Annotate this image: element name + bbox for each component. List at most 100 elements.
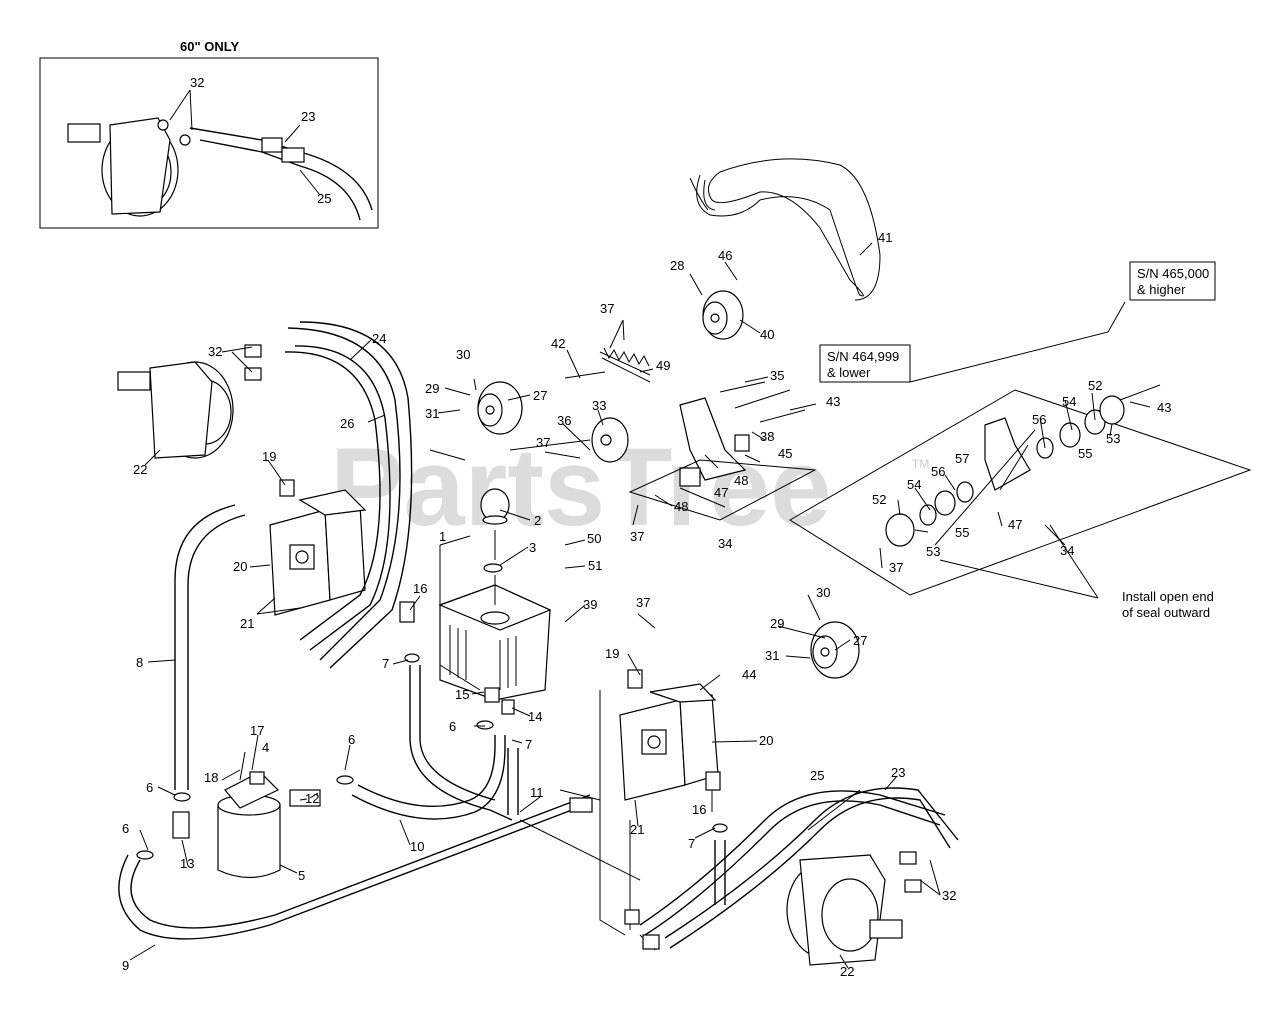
install-note-line2: of seal outward (1122, 605, 1210, 620)
callout-54b: 54 (907, 477, 921, 492)
install-note-line1: Install open end (1122, 589, 1214, 604)
idler-pulley-40 (702, 290, 744, 340)
leader-lines (129, 89, 1151, 969)
callout-20b: 20 (759, 733, 773, 748)
hose-9 (118, 804, 586, 940)
callout-9: 9 (122, 958, 129, 973)
callout-27b: 27 (853, 633, 867, 648)
callout-31b: 31 (765, 648, 779, 663)
callout-52a: 52 (1088, 378, 1102, 393)
hose-24 (287, 327, 401, 661)
callout-39: 39 (583, 597, 597, 612)
callout-48b: 48 (674, 499, 688, 514)
callout-labels: 1 2 3 4 5 6 6 6 6 7 7 7 8 9 10 11 12 13 … (122, 75, 1171, 979)
callout-22b: 22 (840, 964, 854, 979)
callout-19a: 19 (262, 449, 276, 464)
callout-47b: 47 (1008, 517, 1022, 532)
callout-55a: 55 (1078, 446, 1092, 461)
callout-6c: 6 (348, 732, 355, 747)
callout-23b: 23 (891, 765, 905, 780)
idler-arm (679, 397, 747, 481)
callout-10: 10 (410, 839, 424, 854)
idler-pulley-27-top (477, 381, 523, 435)
callout-37b: 37 (536, 435, 550, 450)
callout-20a: 20 (233, 559, 247, 574)
callout-50: 50 (587, 531, 601, 546)
left-wheel-motor (117, 344, 262, 459)
callout-53a: 53 (1106, 431, 1120, 446)
left-hydraulic-pump (269, 489, 367, 616)
callout-24: 24 (372, 331, 386, 346)
callout-52b: 52 (872, 492, 886, 507)
callout-26: 26 (340, 416, 354, 431)
watermark: PartsTree (330, 426, 831, 549)
callout-27a: 27 (533, 388, 547, 403)
callout-32c: 32 (942, 888, 956, 903)
callout-22a: 22 (133, 462, 147, 477)
callout-48a: 48 (734, 473, 748, 488)
trademark: TM (912, 457, 929, 471)
callout-46: 46 (718, 248, 732, 263)
idler-pulley-33 (591, 417, 629, 463)
hose-23 (669, 797, 951, 949)
callout-25b: 25 (810, 768, 824, 783)
callout-6d: 6 (449, 719, 456, 734)
callout-8: 8 (136, 655, 143, 670)
o-ring (483, 563, 503, 573)
hose-8 (174, 504, 236, 790)
callout-47a: 47 (714, 485, 728, 500)
callout-53b: 53 (926, 544, 940, 559)
callout-4: 4 (262, 740, 269, 755)
right-wheel-motor (786, 851, 922, 966)
callout-35: 35 (770, 368, 784, 383)
callout-29a: 29 (425, 381, 439, 396)
callout-6b: 6 (122, 821, 129, 836)
sn-low-box (819, 344, 911, 383)
callout-37e: 37 (889, 560, 903, 575)
hose-7-left (409, 665, 513, 821)
callout-42: 42 (551, 336, 565, 351)
callout-12: 12 (305, 791, 319, 806)
callout-5: 5 (298, 868, 305, 883)
hydraulic-filter (217, 771, 281, 879)
callout-45: 45 (778, 446, 792, 461)
callout-14: 14 (528, 709, 542, 724)
inset-title: 60" ONLY (180, 39, 239, 54)
callout-56b: 56 (931, 464, 945, 479)
callout-43a: 43 (826, 394, 840, 409)
callout-11: 11 (530, 785, 544, 800)
sn-high-box (1129, 261, 1216, 301)
callout-51: 51 (588, 558, 602, 573)
callout-37d: 37 (636, 595, 650, 610)
callout-7a: 7 (382, 656, 389, 671)
callout-30a: 30 (456, 347, 470, 362)
callout-21b: 21 (630, 822, 644, 837)
callout-34a: 34 (718, 536, 732, 551)
callout-40: 40 (760, 327, 774, 342)
callout-33: 33 (592, 398, 606, 413)
callout-7c: 7 (688, 836, 695, 851)
callout-21a: 21 (240, 616, 254, 631)
sn-high-line1: S/N 465,000 (1137, 266, 1209, 281)
callout-28: 28 (670, 258, 684, 273)
callout-37c: 37 (630, 529, 644, 544)
drive-belt (696, 158, 881, 301)
callout-18: 18 (204, 770, 218, 785)
sn-low-line2: & lower (827, 365, 871, 380)
sn-high-region (789, 389, 1252, 596)
callout-49: 49 (656, 358, 670, 373)
inset-frame (39, 57, 379, 229)
callout-31a: 31 (425, 406, 439, 421)
callout-23a: 23 (301, 109, 315, 124)
callout-36: 36 (557, 413, 571, 428)
callout-17: 17 (250, 723, 264, 738)
callout-56a: 56 (1032, 412, 1046, 427)
callout-1: 1 (439, 529, 446, 544)
callout-30b: 30 (816, 585, 830, 600)
hose-25 (644, 800, 941, 936)
callout-15: 15 (455, 687, 469, 702)
callout-32a: 32 (190, 75, 204, 90)
hose-10 (357, 735, 496, 808)
callout-19b: 19 (605, 646, 619, 661)
